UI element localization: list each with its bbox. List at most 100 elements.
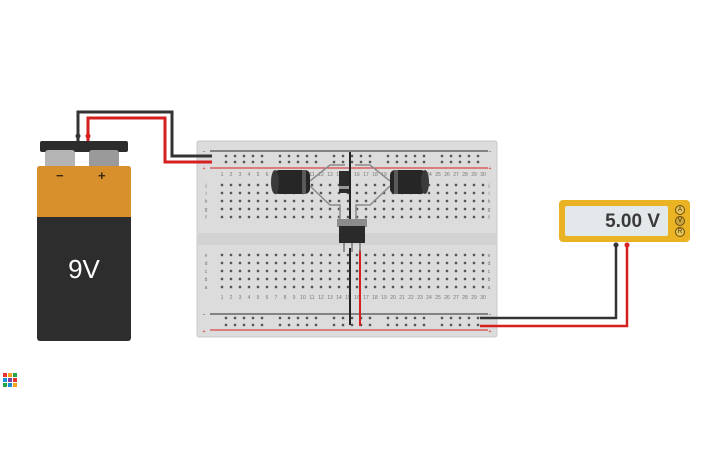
breadboard-hole[interactable] bbox=[454, 277, 458, 281]
breadboard-hole[interactable] bbox=[355, 199, 359, 203]
breadboard-hole[interactable] bbox=[247, 261, 251, 265]
breadboard-hole[interactable] bbox=[296, 316, 300, 320]
breadboard-hole[interactable] bbox=[220, 277, 224, 281]
breadboard-hole[interactable] bbox=[301, 277, 305, 281]
breadboard-hole[interactable] bbox=[229, 261, 233, 265]
breadboard-hole[interactable] bbox=[440, 154, 444, 158]
breadboard-hole[interactable] bbox=[328, 253, 332, 257]
breadboard-hole[interactable] bbox=[238, 253, 242, 257]
breadboard-hole[interactable] bbox=[265, 269, 269, 273]
breadboard-hole[interactable] bbox=[301, 199, 305, 203]
breadboard-hole[interactable] bbox=[346, 269, 350, 273]
breadboard-hole[interactable] bbox=[346, 199, 350, 203]
breadboard-hole[interactable] bbox=[355, 253, 359, 257]
breadboard-hole[interactable] bbox=[463, 191, 467, 195]
breadboard-hole[interactable] bbox=[319, 191, 323, 195]
breadboard-hole[interactable] bbox=[467, 160, 471, 164]
breadboard-hole[interactable] bbox=[445, 277, 449, 281]
breadboard-hole[interactable] bbox=[319, 199, 323, 203]
breadboard-hole[interactable] bbox=[391, 269, 395, 273]
breadboard-hole[interactable] bbox=[305, 154, 309, 158]
breadboard-hole[interactable] bbox=[310, 191, 314, 195]
breadboard-hole[interactable] bbox=[364, 207, 368, 211]
breadboard-hole[interactable] bbox=[449, 154, 453, 158]
breadboard-hole[interactable] bbox=[265, 207, 269, 211]
breadboard-hole[interactable] bbox=[247, 191, 251, 195]
breadboard-hole[interactable] bbox=[472, 199, 476, 203]
breadboard-hole[interactable] bbox=[314, 323, 318, 327]
breadboard-hole[interactable] bbox=[373, 285, 377, 289]
breadboard-hole[interactable] bbox=[242, 323, 246, 327]
breadboard-hole[interactable] bbox=[238, 261, 242, 265]
breadboard-hole[interactable] bbox=[382, 253, 386, 257]
breadboard-hole[interactable] bbox=[436, 207, 440, 211]
breadboard-hole[interactable] bbox=[301, 207, 305, 211]
breadboard-hole[interactable] bbox=[292, 207, 296, 211]
breadboard-hole[interactable] bbox=[229, 199, 233, 203]
breadboard-hole[interactable] bbox=[256, 261, 260, 265]
breadboard-hole[interactable] bbox=[265, 277, 269, 281]
breadboard-hole[interactable] bbox=[256, 269, 260, 273]
breadboard-hole[interactable] bbox=[382, 183, 386, 187]
breadboard-hole[interactable] bbox=[220, 261, 224, 265]
breadboard-hole[interactable] bbox=[481, 277, 485, 281]
breadboard-hole[interactable] bbox=[332, 160, 336, 164]
breadboard-hole[interactable] bbox=[463, 253, 467, 257]
breadboard-hole[interactable] bbox=[427, 207, 431, 211]
breadboard-hole[interactable] bbox=[409, 269, 413, 273]
breadboard-hole[interactable] bbox=[391, 253, 395, 257]
breadboard-hole[interactable] bbox=[278, 154, 282, 158]
breadboard-hole[interactable] bbox=[404, 316, 408, 320]
breadboard-hole[interactable] bbox=[436, 277, 440, 281]
breadboard-hole[interactable] bbox=[445, 191, 449, 195]
breadboard-hole[interactable] bbox=[328, 277, 332, 281]
breadboard-hole[interactable] bbox=[454, 207, 458, 211]
breadboard-hole[interactable] bbox=[373, 191, 377, 195]
breadboard-hole[interactable] bbox=[472, 215, 476, 219]
breadboard-hole[interactable] bbox=[247, 215, 251, 219]
breadboard-hole[interactable] bbox=[391, 261, 395, 265]
breadboard-hole[interactable] bbox=[337, 285, 341, 289]
breadboard-hole[interactable] bbox=[310, 215, 314, 219]
breadboard-hole[interactable] bbox=[260, 154, 264, 158]
breadboard-hole[interactable] bbox=[283, 199, 287, 203]
breadboard-hole[interactable] bbox=[386, 154, 390, 158]
breadboard-hole[interactable] bbox=[413, 316, 417, 320]
breadboard-hole[interactable] bbox=[310, 277, 314, 281]
breadboard-hole[interactable] bbox=[319, 261, 323, 265]
breadboard-hole[interactable] bbox=[283, 261, 287, 265]
breadboard-hole[interactable] bbox=[278, 160, 282, 164]
breadboard-hole[interactable] bbox=[328, 269, 332, 273]
breadboard-hole[interactable] bbox=[404, 160, 408, 164]
breadboard-hole[interactable] bbox=[220, 207, 224, 211]
breadboard-hole[interactable] bbox=[436, 261, 440, 265]
breadboard-hole[interactable] bbox=[413, 154, 417, 158]
breadboard-hole[interactable] bbox=[467, 316, 471, 320]
breadboard-hole[interactable] bbox=[251, 316, 255, 320]
breadboard-hole[interactable] bbox=[427, 269, 431, 273]
breadboard-hole[interactable] bbox=[481, 207, 485, 211]
breadboard-hole[interactable] bbox=[409, 277, 413, 281]
multimeter[interactable]: 5.00 V A V R bbox=[559, 200, 690, 242]
breadboard-hole[interactable] bbox=[472, 261, 476, 265]
breadboard-hole[interactable] bbox=[328, 207, 332, 211]
breadboard-hole[interactable] bbox=[359, 154, 363, 158]
breadboard-hole[interactable] bbox=[242, 154, 246, 158]
breadboard-hole[interactable] bbox=[355, 277, 359, 281]
breadboard-hole[interactable] bbox=[296, 323, 300, 327]
breadboard-hole[interactable] bbox=[364, 269, 368, 273]
breadboard-hole[interactable] bbox=[274, 285, 278, 289]
breadboard-hole[interactable] bbox=[350, 154, 354, 158]
battery-9v[interactable]: − + 9V bbox=[37, 141, 131, 341]
breadboard-hole[interactable] bbox=[436, 199, 440, 203]
breadboard-hole[interactable] bbox=[481, 261, 485, 265]
breadboard-hole[interactable] bbox=[382, 285, 386, 289]
breadboard-hole[interactable] bbox=[247, 277, 251, 281]
breadboard-hole[interactable] bbox=[260, 323, 264, 327]
breadboard-hole[interactable] bbox=[400, 207, 404, 211]
breadboard-hole[interactable] bbox=[314, 154, 318, 158]
breadboard-hole[interactable] bbox=[463, 183, 467, 187]
breadboard-hole[interactable] bbox=[364, 253, 368, 257]
breadboard-hole[interactable] bbox=[382, 261, 386, 265]
breadboard-hole[interactable] bbox=[346, 285, 350, 289]
